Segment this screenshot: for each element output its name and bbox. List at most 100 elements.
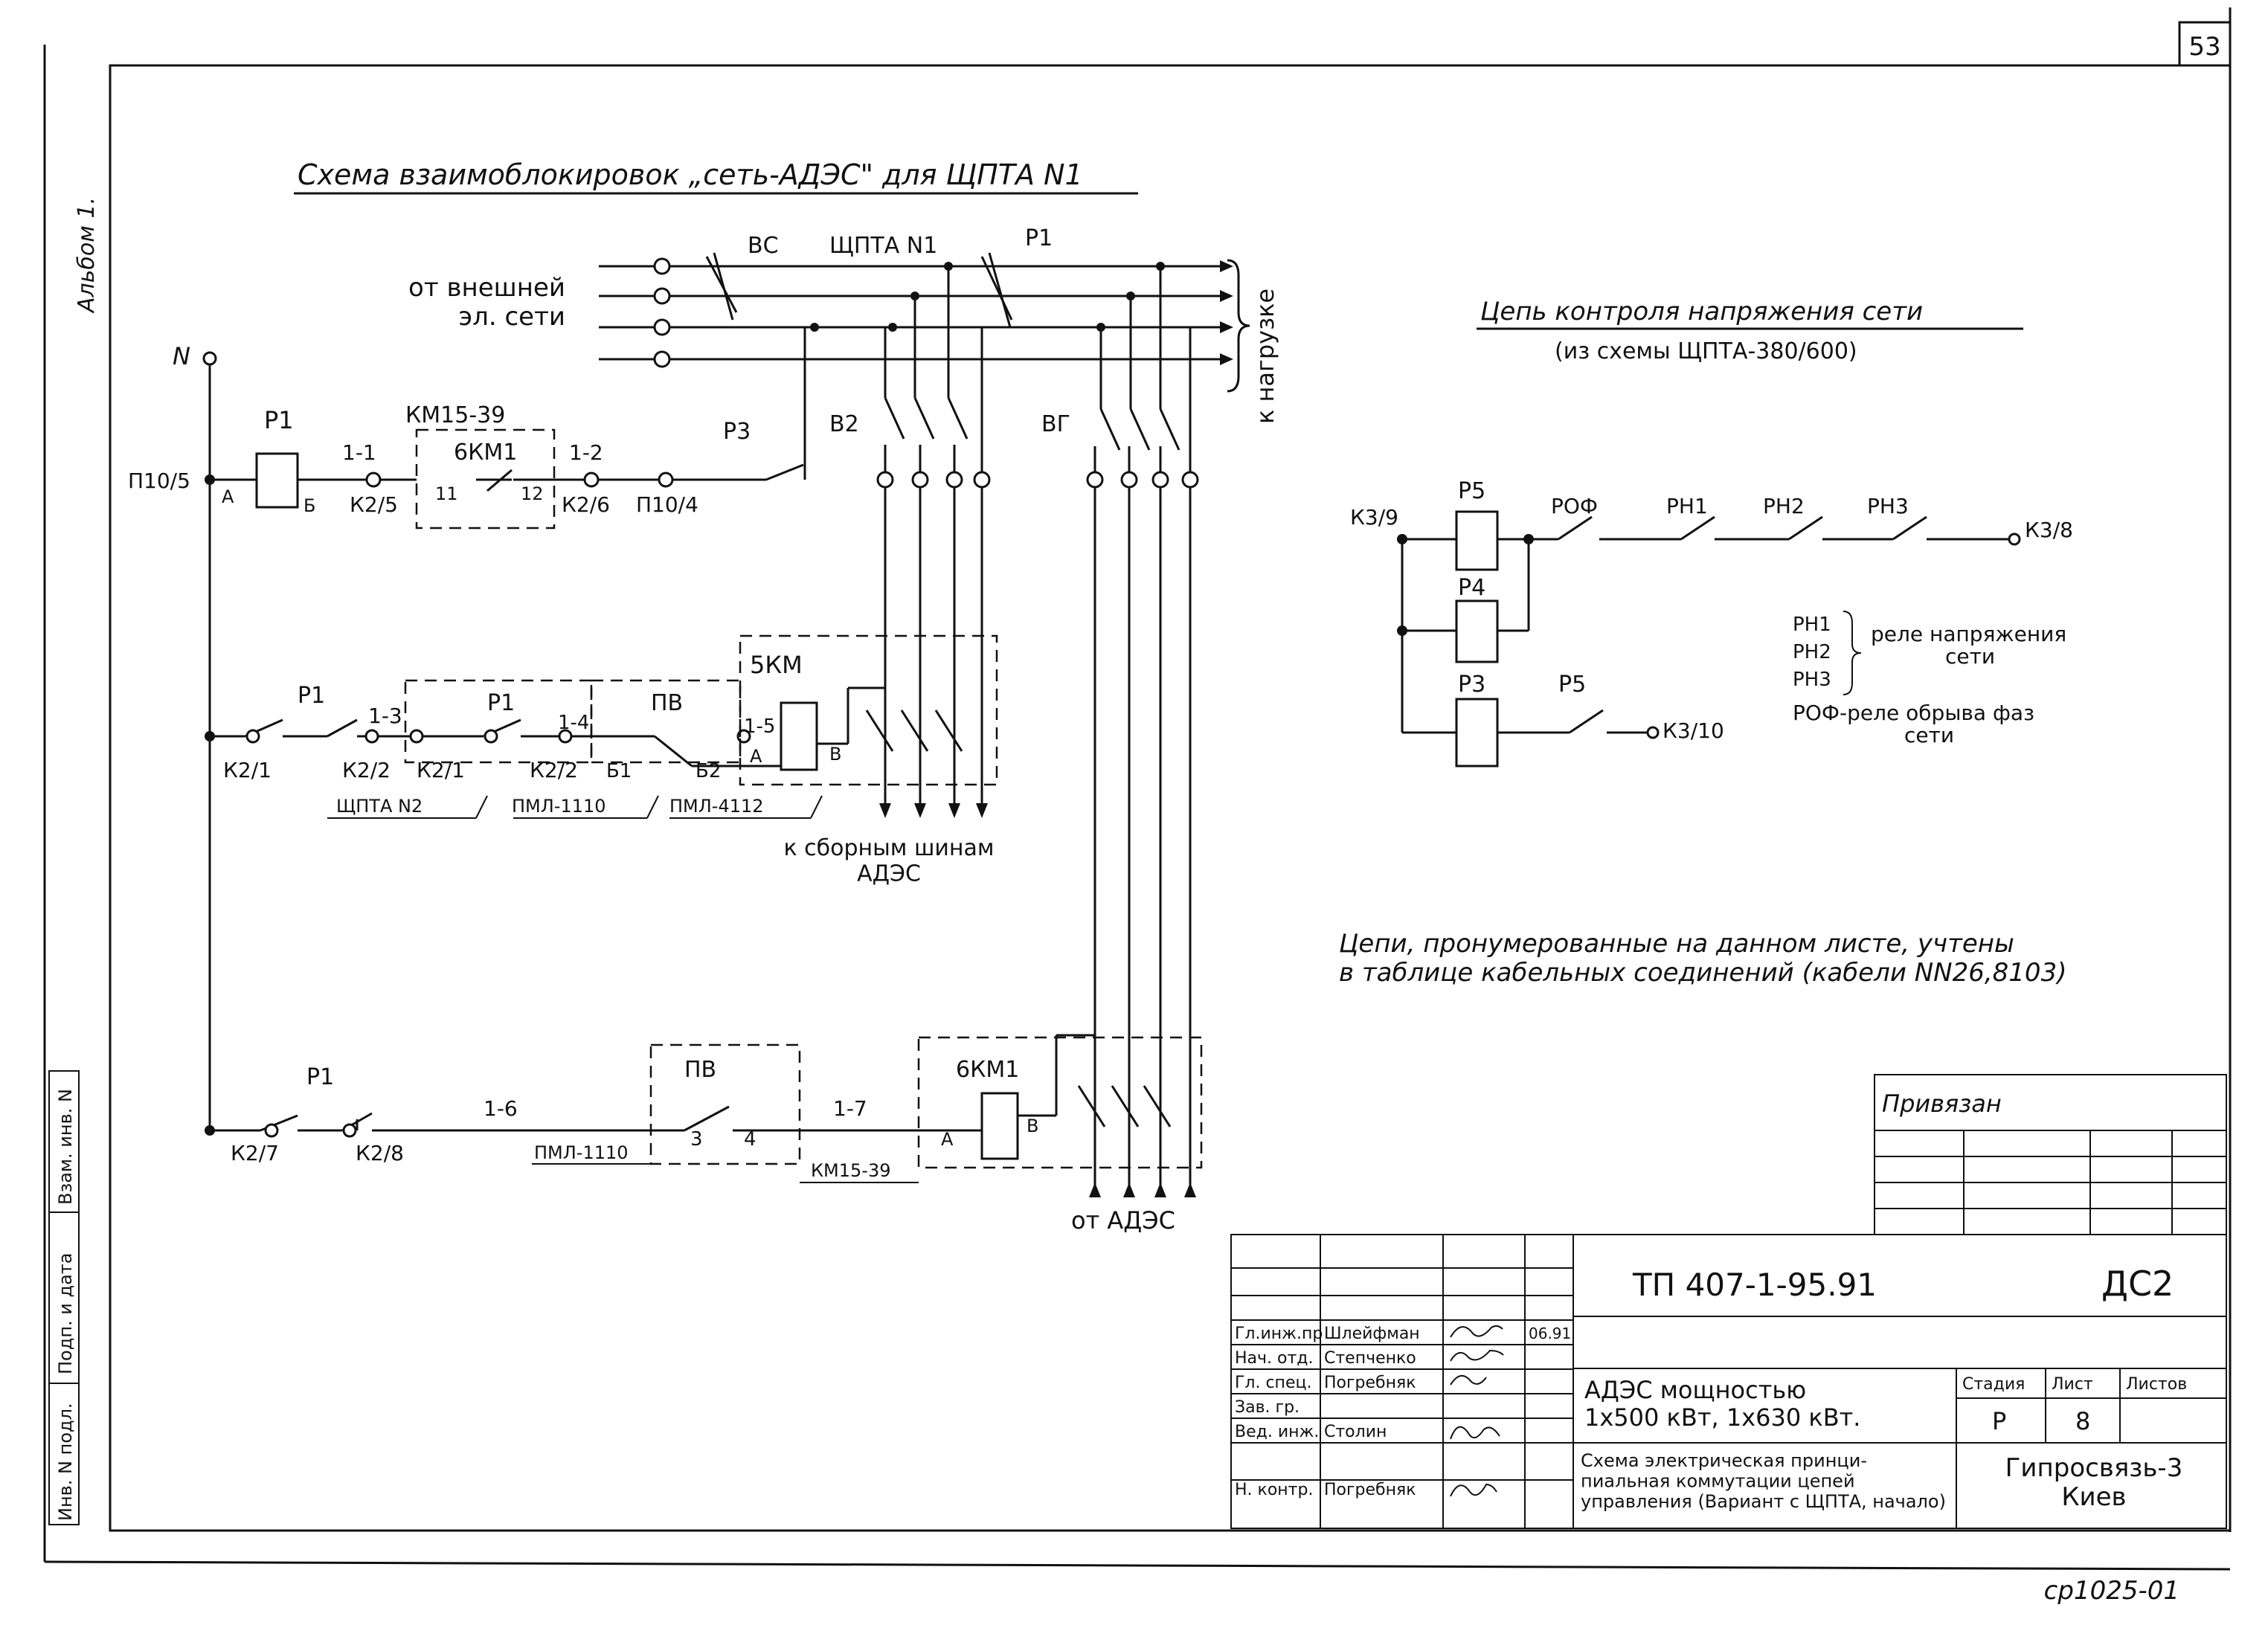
legend-brace: [1843, 611, 1862, 695]
line2-b2: Б2: [696, 760, 721, 782]
staff-name-4: Столин: [1324, 1423, 1387, 1441]
line3-circuit: [205, 1034, 1203, 1183]
footer-mark: ср1025-01: [2044, 1576, 2179, 1606]
legend-rn3: РН3: [1793, 669, 1831, 691]
control-rn2: РН2: [1763, 494, 1805, 518]
staff-role-3: Зав. гр.: [1235, 1398, 1300, 1417]
breaker-p1-label: Р1: [1025, 225, 1053, 251]
legend-rof-2: сети: [1904, 723, 1954, 747]
sheet-number: 53: [2188, 32, 2220, 62]
main-title: Схема взаимоблокировок „сеть-АДЭС" для Щ…: [298, 158, 1083, 191]
line1-t11: 11: [435, 483, 458, 504]
staff-name-1: Степченко: [1324, 1349, 1416, 1368]
breaker-vs-label: ВС: [748, 233, 779, 259]
title-block: [1230, 1234, 2227, 1529]
control-p5b: Р5: [1558, 672, 1586, 698]
control-k3-9: К3/9: [1350, 505, 1398, 530]
staff-name-5: Погребняк: [1324, 1481, 1416, 1499]
stamp-inv-orig: Инв. N подл.: [55, 1403, 76, 1521]
control-p4: Р4: [1458, 575, 1485, 601]
line2-a: А: [750, 746, 762, 767]
control-rn3: РН3: [1867, 494, 1909, 518]
line3-6km1: 6КМ1: [956, 1057, 1019, 1083]
staff-role-2: Гл. спец.: [1235, 1374, 1311, 1392]
line1-6km1: 6КМ1: [454, 440, 517, 466]
binding-label: Привязан: [1882, 1090, 2002, 1118]
staff-name-2: Погребняк: [1324, 1374, 1416, 1392]
control-subtitle: (из схемы ЩПТА-380/600): [1555, 338, 1857, 364]
title-block-sheet-code: ДС2: [2101, 1264, 2174, 1304]
line1-k2-6: К2/6: [562, 492, 610, 517]
line1-p10-5: П10/5: [128, 469, 190, 493]
line2-b1: Б1: [606, 760, 632, 782]
breaker-v2-label: В2: [829, 411, 859, 437]
line3-p1: Р1: [306, 1064, 334, 1090]
line2-wire-1-3: 1-3: [368, 704, 402, 728]
panel-label: ЩПТА N1: [829, 233, 937, 259]
outer-bottom-border: [44, 1560, 2231, 1571]
line1-box-km15: КМ15-39: [405, 402, 505, 428]
staff-role-4: Вед. инж.: [1235, 1423, 1319, 1441]
line2-k2-2b: К2/2: [530, 758, 578, 782]
line1-wire-1-1: 1-1: [342, 440, 376, 465]
stage-label: Стадия: [1962, 1375, 2025, 1394]
line1-relay-r1: Р1: [264, 406, 294, 434]
staff-role-1: Нач. отд.: [1235, 1349, 1314, 1368]
load-label: к нагрузке: [1251, 289, 1279, 424]
stamp-inv-replace: Взам. инв. N: [55, 1089, 76, 1205]
legend-rn2: РН2: [1793, 641, 1831, 663]
line2-circuit: [205, 634, 998, 819]
control-rof: РОФ: [1551, 494, 1598, 518]
line1-k2-5: К2/5: [350, 492, 398, 517]
breaker-vg-label: ВГ: [1041, 411, 1070, 437]
staff-role-5: Н. контр.: [1235, 1481, 1313, 1499]
line2-shpta2: ЩПТА N2: [336, 796, 423, 817]
control-p5: Р5: [1458, 478, 1485, 504]
line1-t12: 12: [521, 483, 544, 504]
line2-wire-1-4: 1-4: [558, 712, 589, 734]
line1-r3: Р3: [723, 419, 751, 445]
breaker-vg: [1077, 266, 1199, 1197]
left-side-stamp: Взам. инв. N Подп. и дата Инв. N подл.: [48, 1070, 80, 1525]
line1-circuit: [205, 327, 806, 530]
legend-rof: РОФ-реле обрыва фаз: [1793, 701, 2034, 725]
n-label: N: [173, 342, 190, 370]
stage-value: Р: [1992, 1407, 2006, 1435]
signatures: [1450, 1325, 1504, 1497]
n-terminal: [202, 351, 217, 366]
line3-wire-1-6: 1-6: [484, 1096, 518, 1121]
control-title: Цепь контроля напряжения сети: [1480, 297, 1923, 326]
line3-b: В: [1027, 1116, 1038, 1136]
line2-pml1110: ПМЛ-1110: [512, 796, 606, 817]
album-label: Альбом 1.: [74, 197, 100, 314]
staff-date-0: 06.91: [1529, 1325, 1571, 1342]
control-k3-10: К3/10: [1663, 718, 1724, 743]
power-bus: [599, 252, 1250, 393]
line3-pml1110: ПМЛ-1110: [534, 1142, 629, 1163]
stamp-sign-date: Подп. и дата: [55, 1253, 76, 1375]
line1-wire-1-2: 1-2: [569, 440, 603, 465]
relay-legend: РН1 РН2 РН3 реле напряжения сети РОФ-рел…: [1793, 611, 2066, 747]
legend-relay-voltage-2: сети: [1945, 644, 1995, 669]
control-k3-8: К3/8: [2025, 518, 2073, 542]
line3-a: А: [941, 1129, 954, 1150]
legend-rn1: РН1: [1793, 614, 1831, 636]
sheet-number-box: [2178, 21, 2232, 67]
line1-p10-4: П10/4: [636, 492, 698, 517]
line2-k2-2: К2/2: [342, 758, 391, 782]
line1-relay-a: А: [222, 486, 234, 507]
sheet-label: Лист: [2052, 1375, 2093, 1394]
control-rn1: РН1: [1666, 494, 1708, 518]
line2-p1a: Р1: [298, 683, 325, 709]
control-p3: Р3: [1458, 672, 1485, 698]
staff-name-0: Шлейфман: [1324, 1325, 1420, 1343]
breaker-v2: [865, 266, 991, 818]
line2-5km: 5КМ: [750, 651, 803, 679]
line2-k2-1: К2/1: [223, 758, 272, 782]
line3-pv: ПВ: [684, 1057, 716, 1083]
line2-p1b: Р1: [487, 690, 515, 716]
line1-relay-b: Б: [303, 495, 315, 516]
